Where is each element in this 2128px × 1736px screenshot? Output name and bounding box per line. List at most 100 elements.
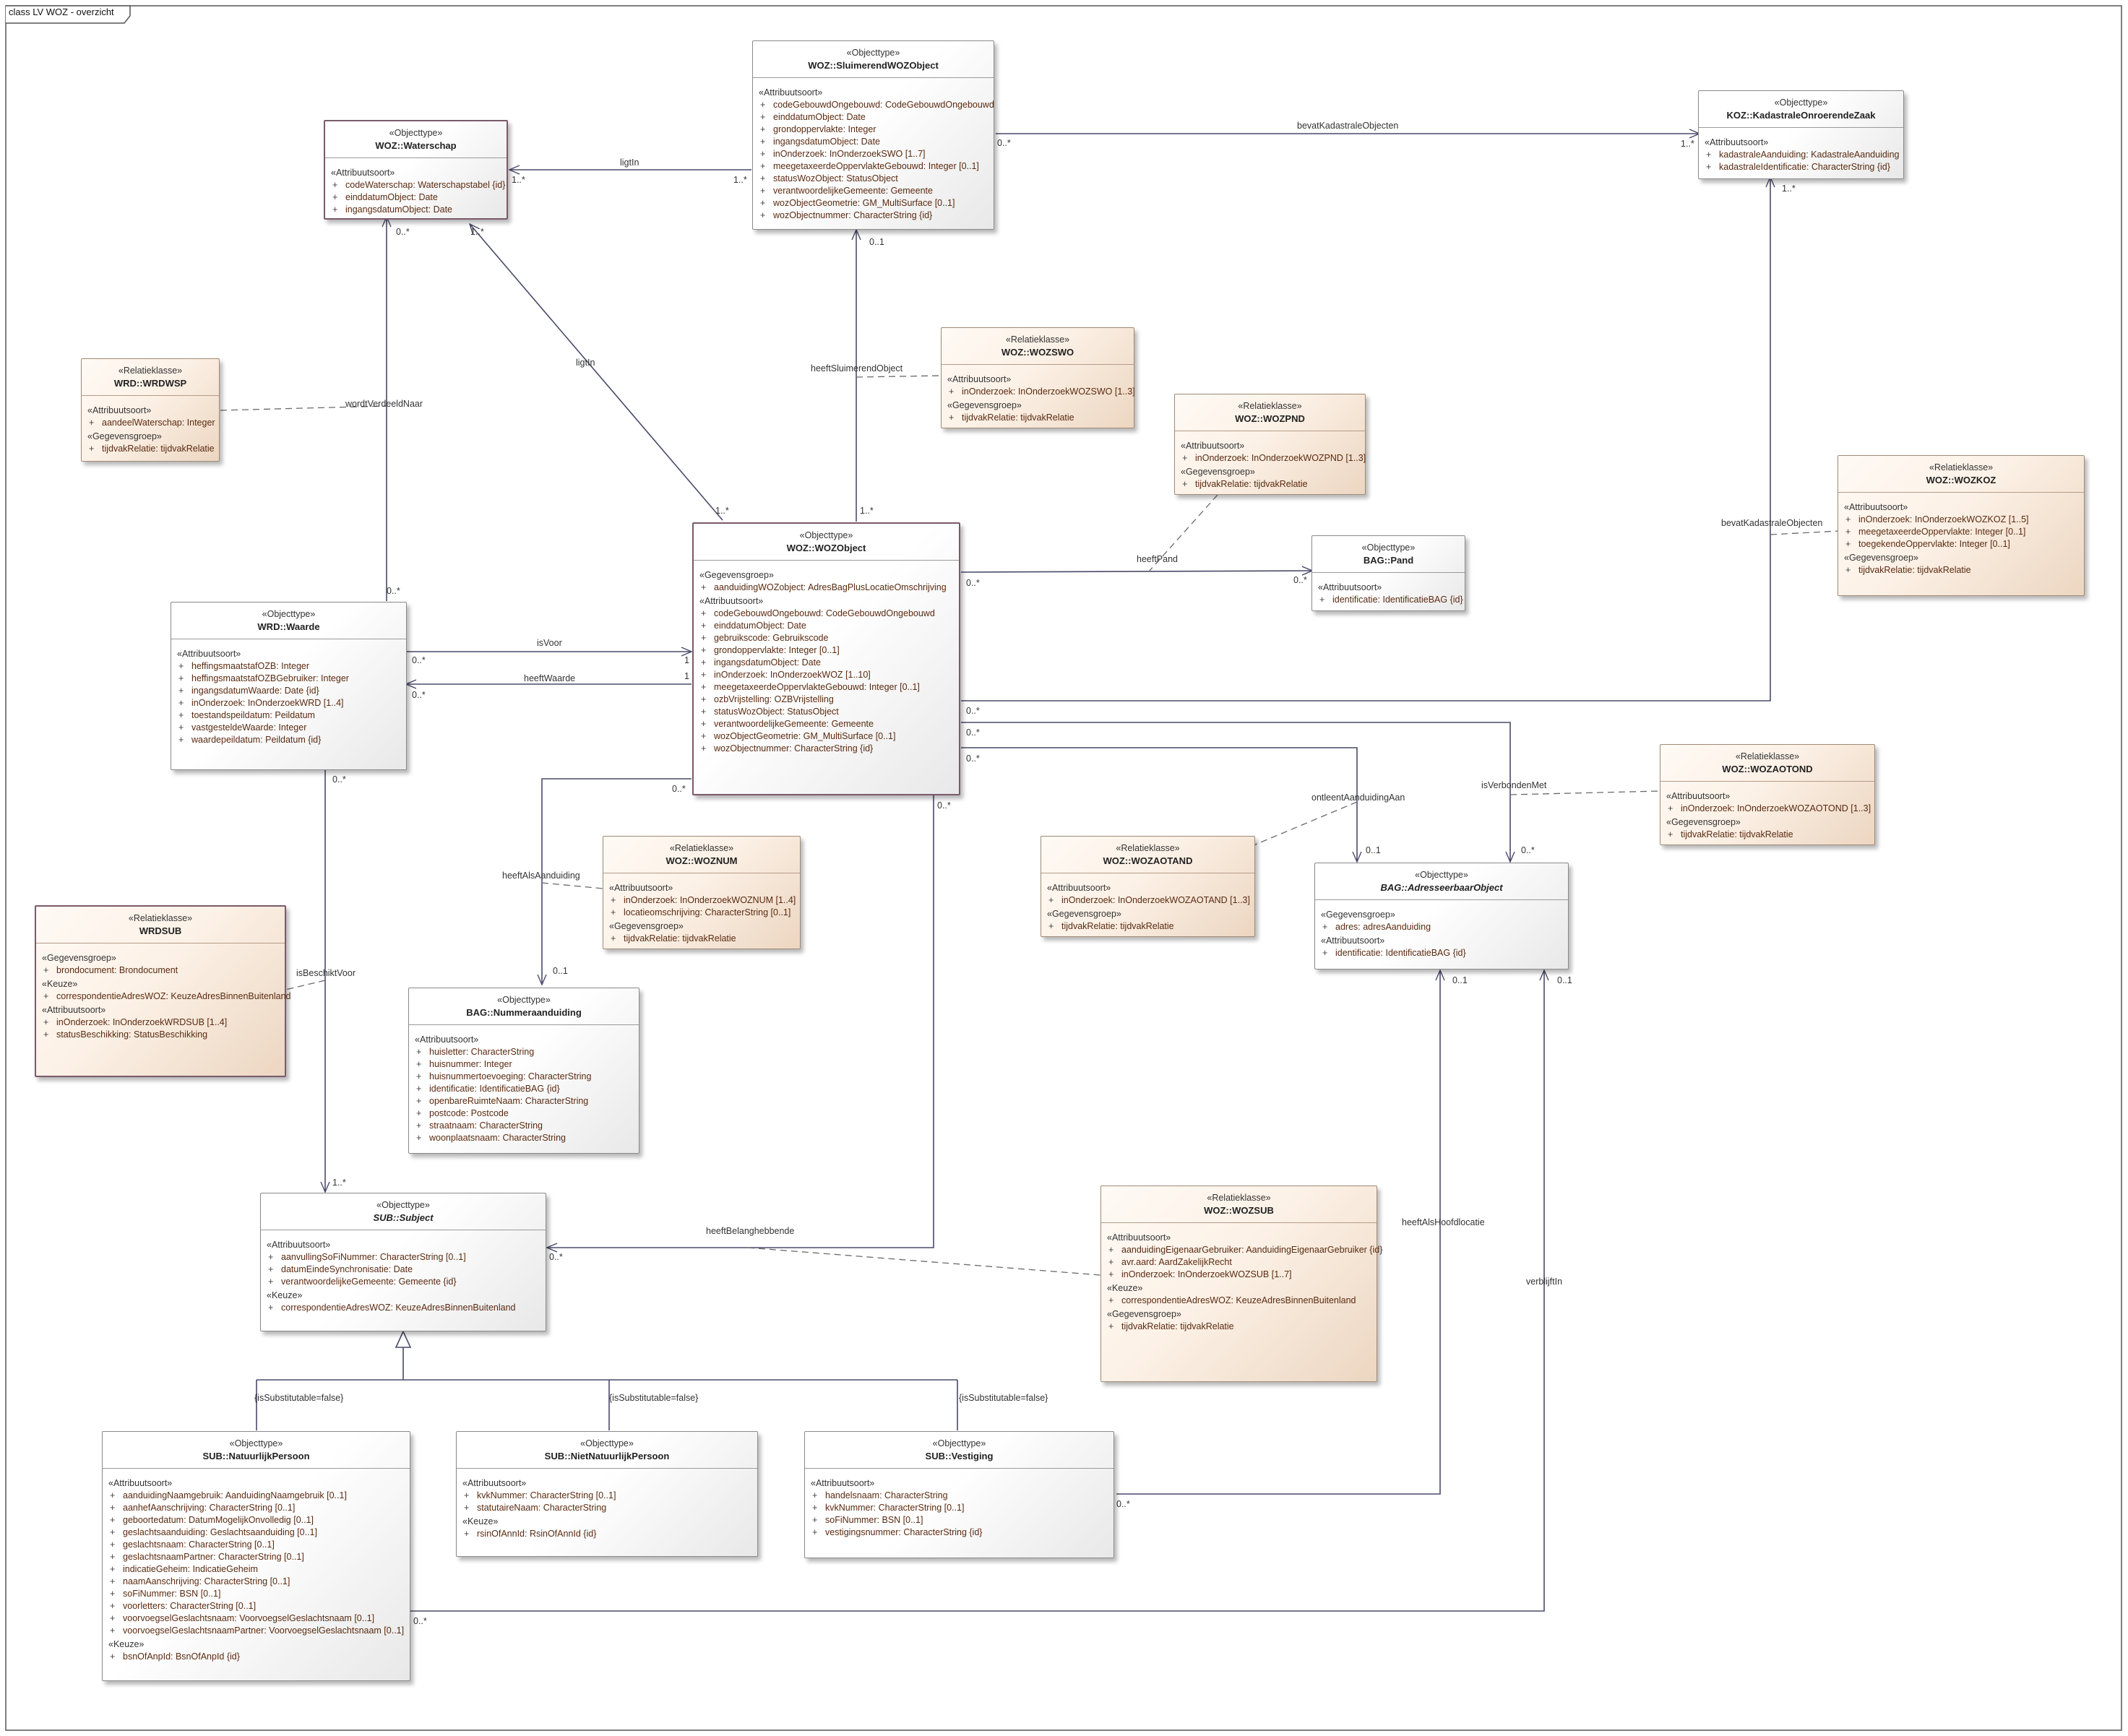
label-wordtverdeeld: wordtVerdeeldNaar xyxy=(345,399,423,409)
class-wozaotond[interactable]: «Relatieklasse»WOZ::WOZAOTOND«Attribuuts… xyxy=(1660,744,1875,845)
attribute-row: +soFiNummer: BSN [0..1] xyxy=(108,1588,404,1600)
attribute-row: +kvkNummer: CharacterString [0..1] xyxy=(811,1502,1108,1514)
attribute-row: +woonplaatsnaam: CharacterString xyxy=(415,1132,633,1144)
class-sluimerend-woz-object[interactable]: «Objecttype»WOZ::SluimerendWOZObject«Att… xyxy=(752,40,994,230)
attribute-row: +tijdvakRelatie: tijdvakRelatie xyxy=(87,443,215,455)
section-title: «Attribuutsoort» xyxy=(1705,137,1769,147)
label-ligtin-1: ligtIn xyxy=(620,157,639,168)
attribute-row: +naamAanschrijving: CharacterString [0..… xyxy=(108,1576,404,1588)
class-name: SUB::Vestiging xyxy=(925,1451,994,1461)
visibility-marker: + xyxy=(760,173,766,183)
class-waarde[interactable]: «Objecttype»WRD::Waarde«Attribuutsoort»+… xyxy=(171,602,407,770)
visibility-marker: + xyxy=(1108,1295,1114,1305)
class-adresseerbaar-object[interactable]: «Objecttype»BAG::AdresseerbaarObject«Geg… xyxy=(1314,863,1569,970)
section-title: «Keuze» xyxy=(462,1516,499,1526)
class-header: «Relatieklasse»WOZ::WOZAOTOND xyxy=(1660,745,1874,782)
attribute-text: indicatieGeheim: IndicatieGeheim xyxy=(123,1564,258,1574)
section-title: «Keuze» xyxy=(1107,1283,1143,1293)
attribute-text: tijdvakRelatie: tijdvakRelatie xyxy=(1858,565,1971,575)
attribute-row: +tijdvakRelatie: tijdvakRelatie xyxy=(1181,478,1359,491)
visibility-marker: + xyxy=(110,1601,116,1611)
class-niet-natuurlijk-persoon[interactable]: «Objecttype»SUB::NietNatuurlijkPersoon«A… xyxy=(456,1431,758,1557)
class-woz-object[interactable]: «Objecttype»WOZ::WOZObject«Gegevensgroep… xyxy=(692,522,960,795)
attribute-row: +huisletter: CharacterString xyxy=(415,1046,633,1058)
attribute-row: +inOnderzoek: InOnderzoekWOZSUB [1..7] xyxy=(1107,1269,1371,1281)
mult: 0..* xyxy=(966,727,980,738)
attribute-text: inOnderzoek: InOnderzoekWOZNUM [1..4] xyxy=(624,895,796,905)
class-wozkoz[interactable]: «Relatieklasse»WOZ::WOZKOZ«Attribuutsoor… xyxy=(1838,455,2085,596)
section-title: «Gegevensgroep» xyxy=(1844,553,1918,563)
visibility-marker: + xyxy=(464,1529,470,1539)
visibility-marker: + xyxy=(110,1503,116,1513)
attribute-row: +inOnderzoek: InOnderzoekWRDSUB [1..4] xyxy=(42,1016,279,1029)
label-heeftpand: heeftPand xyxy=(1137,554,1178,564)
attribute-text: heffingsmaatstafOZBGebruiker: Integer xyxy=(191,673,349,683)
section-title: «Gegevensgroep» xyxy=(947,400,1022,410)
label-heeftalsaanduiding: heeftAlsAanduiding xyxy=(502,871,580,881)
attribute-text: inOnderzoek: InOnderzoekWRDSUB [1..4] xyxy=(56,1017,228,1027)
class-name: WRDSUB xyxy=(139,925,182,936)
class-stereotype: «Objecttype» xyxy=(799,530,853,540)
class-header: «Objecttype»BAG::Nummeraanduiding xyxy=(409,988,639,1025)
class-name: WOZ::WOZPND xyxy=(1235,413,1305,424)
class-wozaotand[interactable]: «Relatieklasse»WOZ::WOZAOTAND«Attribuuts… xyxy=(1041,836,1255,937)
visibility-marker: + xyxy=(110,1564,116,1574)
attribute-text: meegetaxeerdeOppervlakteGebouwd: Integer… xyxy=(773,161,979,171)
class-header: «Relatieklasse»WOZ::WOZSWO xyxy=(942,328,1134,365)
visibility-marker: + xyxy=(760,100,766,110)
visibility-marker: + xyxy=(1845,514,1851,524)
class-vestiging[interactable]: «Objecttype»SUB::Vestiging«Attribuutsoor… xyxy=(804,1431,1114,1558)
visibility-marker: + xyxy=(1048,921,1054,931)
mult: 0..* xyxy=(672,784,686,794)
class-stereotype: «Objecttype» xyxy=(389,128,443,138)
attribute-text: meegetaxeerdeOppervlakte: Integer [0..1] xyxy=(1858,527,2026,537)
visibility-marker: + xyxy=(1845,539,1851,549)
section-title: «Attribuutsoort» xyxy=(462,1478,527,1488)
class-header: «Objecttype»WOZ::SluimerendWOZObject xyxy=(753,41,994,78)
visibility-marker: + xyxy=(701,608,707,618)
attribute-row: +inOnderzoek: InOnderzoekSWO [1..7] xyxy=(759,148,988,160)
class-wrdwsp[interactable]: «Relatieklasse»WRD::WRDWSP«Attribuutsoor… xyxy=(81,358,220,462)
class-name: BAG::Nummeraanduiding xyxy=(466,1007,582,1018)
label-ligtin-2: ligtIn xyxy=(576,358,595,368)
attribute-row: +geboortedatum: DatumMogelijkOnvolledig … xyxy=(108,1514,404,1526)
class-natuurlijk-persoon[interactable]: «Objecttype»SUB::NatuurlijkPersoon«Attri… xyxy=(102,1431,410,1681)
visibility-marker: + xyxy=(1108,1257,1114,1267)
attribute-row: +voorletters: CharacterString [0..1] xyxy=(108,1600,404,1612)
visibility-marker: + xyxy=(812,1503,818,1513)
attribute-text: adres: adresAanduiding xyxy=(1335,922,1431,932)
visibility-marker: + xyxy=(760,124,766,134)
class-woznum[interactable]: «Relatieklasse»WOZ::WOZNUM«Attribuutsoor… xyxy=(603,836,801,949)
attribute-row: +datumEindeSynchronisatie: Date xyxy=(267,1264,540,1276)
class-nummeraanduiding[interactable]: «Objecttype»BAG::Nummeraanduiding«Attrib… xyxy=(408,988,639,1154)
visibility-marker: + xyxy=(760,186,766,196)
class-wrdsub[interactable]: «Relatieklasse»WRDSUB«Gegevensgroep»+bro… xyxy=(35,905,291,1077)
class-subject[interactable]: «Objecttype»SUB::Subject«Attribuutsoort»… xyxy=(260,1193,546,1331)
attribute-text: aanduidingWOZobject: AdresBagPlusLocatie… xyxy=(714,582,947,592)
class-pand[interactable]: «Objecttype»BAG::Pand«Attribuutsoort»+id… xyxy=(1311,535,1465,611)
mult: 0..* xyxy=(396,227,410,237)
visibility-marker: + xyxy=(110,1613,116,1623)
mult: 0..* xyxy=(937,800,951,811)
class-body: «Attribuutsoort»+codeWaterschap: Watersc… xyxy=(325,158,507,220)
class-name: WOZ::WOZNUM xyxy=(665,855,738,866)
visibility-marker: + xyxy=(701,657,707,668)
mult: 0..* xyxy=(387,586,400,596)
visibility-marker: + xyxy=(110,1625,116,1636)
class-body: «Attribuutsoort»+huisletter: CharacterSt… xyxy=(409,1025,639,1149)
visibility-marker: + xyxy=(110,1651,116,1662)
visibility-marker: + xyxy=(110,1515,116,1525)
attribute-text: huisnummer: Integer xyxy=(429,1059,512,1069)
class-kadastrale-onroerende-zaak[interactable]: «Objecttype»KOZ::KadastraleOnroerendeZaa… xyxy=(1698,90,1904,179)
label-issub-1: {isSubstitutable=false} xyxy=(254,1393,344,1403)
attribute-row: +statusWozObject: StatusObject xyxy=(699,706,953,718)
section-title: «Attribuutsoort» xyxy=(415,1035,479,1045)
attribute-text: avr.aard: AardZakelijkRecht xyxy=(1121,1257,1232,1267)
attribute-text: einddatumObject: Date xyxy=(345,192,438,202)
class-waterschap[interactable]: «Objecttype»WOZ::Waterschap«Attribuutsoo… xyxy=(324,120,508,220)
class-wozpnd[interactable]: «Relatieklasse»WOZ::WOZPND«Attribuutsoor… xyxy=(1174,394,1366,495)
class-wozswo[interactable]: «Relatieklasse»WOZ::WOZSWO«Attribuutsoor… xyxy=(941,327,1135,428)
attribute-text: huisnummertoevoeging: CharacterString xyxy=(429,1071,592,1081)
class-wozsub[interactable]: «Relatieklasse»WOZ::WOZSUB«Attribuutsoor… xyxy=(1100,1186,1382,1382)
visibility-marker: + xyxy=(110,1490,116,1500)
